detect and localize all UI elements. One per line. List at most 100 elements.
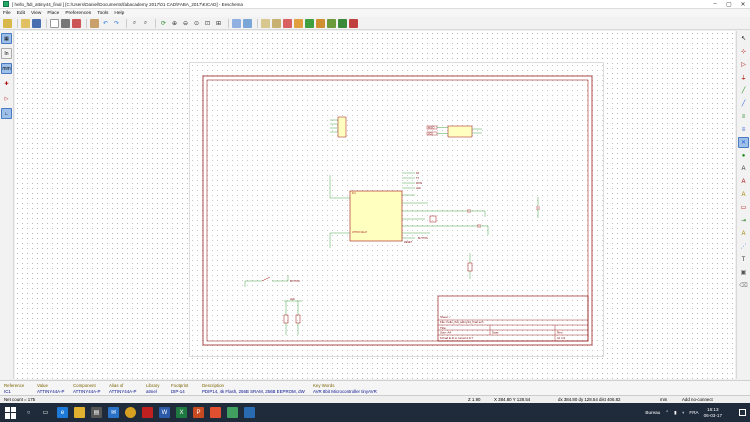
label-button: BUTTON	[418, 237, 428, 240]
menu-place[interactable]: Place	[47, 10, 60, 16]
page-settings-icon[interactable]	[50, 18, 59, 28]
bus-to-bus-entry-icon[interactable]: ≡	[741, 126, 746, 133]
task-view-icon[interactable]: ▭	[42, 410, 49, 416]
label-led-lower: LED	[290, 298, 295, 301]
wire-to-bus-entry-icon[interactable]: ≡	[741, 113, 746, 120]
paste-icon[interactable]	[90, 18, 99, 28]
menu-tools[interactable]: Tools	[97, 10, 109, 16]
highlight-net-icon[interactable]: ⊹	[740, 49, 747, 55]
bom-icon[interactable]	[316, 18, 325, 28]
powerpoint-icon[interactable]: P	[193, 407, 204, 418]
zoom-redraw-icon[interactable]: ⊙	[193, 20, 200, 27]
menu-view[interactable]: View	[31, 10, 42, 16]
notification-icon[interactable]	[739, 409, 746, 416]
status-netcount: Net count = 175	[4, 397, 36, 402]
excel-icon[interactable]: X	[176, 407, 187, 418]
bus-wire-angle-icon[interactable]: ∟	[1, 108, 12, 119]
eeschema-icon[interactable]	[227, 407, 238, 418]
cvpcb-icon[interactable]	[327, 18, 336, 28]
place-bus-icon[interactable]: ╱	[741, 101, 746, 107]
volume-icon[interactable]: ◖	[681, 410, 685, 415]
status-action: Add no-connect	[682, 397, 713, 402]
zoom-in-icon[interactable]: ⊕	[171, 20, 178, 27]
store-icon[interactable]: ▤	[91, 407, 102, 418]
no-connect-icon[interactable]: ✕	[738, 137, 749, 148]
erc-icon[interactable]	[294, 18, 303, 28]
library-editor-icon[interactable]	[261, 18, 270, 28]
hierarchy-icon[interactable]	[232, 18, 241, 28]
redo-icon[interactable]: ↷	[113, 20, 120, 27]
place-component-icon[interactable]: ▷	[741, 62, 746, 68]
library-browser-icon[interactable]	[272, 18, 281, 28]
media-icon[interactable]	[244, 407, 255, 418]
word-icon[interactable]: W	[159, 407, 170, 418]
delete-item-icon[interactable]: ⌫	[739, 283, 748, 289]
schematic-sheet[interactable]: Sheet: / File: hello_ftdi_attiny44_final…	[189, 62, 604, 357]
system-tray: Bureau ⌃ ▮ ◖ FRA 16:13 06-03-17	[645, 403, 750, 422]
hierarchical-label-icon[interactable]: A	[741, 191, 746, 198]
sheet-pin-icon[interactable]: A	[741, 230, 746, 237]
place-junction-icon[interactable]: ●	[741, 152, 746, 159]
ic-ref-label: IC1	[352, 192, 356, 195]
open-icon[interactable]	[21, 18, 30, 28]
acrobat-icon[interactable]	[142, 407, 153, 418]
annotate-icon[interactable]	[283, 18, 292, 28]
print-icon[interactable]	[61, 18, 70, 28]
place-wire-icon[interactable]: ╱	[741, 88, 746, 94]
sheet-inner-frame	[206, 79, 589, 342]
menu-help[interactable]: Help	[114, 10, 125, 16]
menu-edit[interactable]: Edit	[16, 10, 26, 16]
import-sheet-pin-icon[interactable]: ⇥	[740, 218, 747, 224]
explorer-icon[interactable]	[74, 407, 85, 418]
clock[interactable]: 16:13 06-03-17	[704, 407, 727, 419]
new-icon[interactable]	[3, 18, 12, 28]
find-icon[interactable]: ⌕	[132, 19, 137, 26]
schematic-canvas[interactable]: Sheet: / File: hello_ftdi_attiny44_final…	[15, 31, 735, 379]
select-arrow-icon[interactable]: ↖	[740, 36, 747, 42]
hierarchical-sheet-icon[interactable]: ▭	[740, 205, 747, 211]
chrome-icon[interactable]	[125, 407, 136, 418]
hidden-pins-icon[interactable]: ▷	[4, 95, 9, 102]
menu-preferences[interactable]: Preferences	[65, 10, 92, 16]
run-icon[interactable]	[349, 18, 358, 28]
undo-icon[interactable]: ↶	[102, 20, 109, 27]
inch-units-icon[interactable]: In	[1, 48, 12, 59]
tb-id: Id: 1/1	[557, 336, 566, 340]
netlist-icon[interactable]	[305, 18, 314, 28]
graphic-text-icon[interactable]: T	[741, 256, 746, 263]
zoom-out-icon[interactable]: ⊖	[182, 20, 189, 27]
find-replace-icon[interactable]: ⌕	[143, 19, 148, 26]
zoom-selection-icon[interactable]: ⊞	[215, 20, 222, 27]
eeschema-app-icon	[3, 1, 9, 7]
network-icon[interactable]: ▮	[674, 409, 677, 415]
minimize-button[interactable]: –	[713, 1, 717, 7]
tray-up-icon[interactable]: ⌃	[665, 409, 670, 415]
pcbnew-icon[interactable]	[338, 18, 347, 28]
tb-size: Size: A4	[440, 331, 451, 335]
mm-units-icon[interactable]: mm	[1, 63, 12, 74]
tray-language[interactable]: FRA	[689, 410, 699, 415]
grid-icon[interactable]: ▦	[1, 33, 12, 44]
zoom-fit-icon[interactable]: ⊡	[204, 20, 211, 27]
graphic-line-icon[interactable]: ⋰	[740, 244, 747, 250]
search-icon[interactable]: ○	[26, 409, 31, 416]
close-button[interactable]: ✕	[740, 1, 746, 8]
save-icon[interactable]	[32, 18, 41, 28]
mail-icon[interactable]: ✉	[108, 407, 119, 418]
plot-icon[interactable]	[72, 18, 81, 28]
right-toolbar: ↖ ⊹ ▷ ⏚ ╱ ╱ ≡ ≡ ✕ ● A A A ▭ ⇥ A ⋰ T ▣ ⌫	[736, 31, 750, 379]
refresh-icon[interactable]: ⟳	[160, 20, 167, 27]
net-label-icon[interactable]: A	[741, 165, 746, 172]
tray-label[interactable]: Bureau	[645, 410, 661, 415]
windows-start-icon[interactable]	[5, 406, 17, 419]
place-image-icon[interactable]: ▣	[740, 270, 747, 276]
place-power-icon[interactable]: ⏚	[740, 76, 747, 82]
global-label-icon[interactable]: A	[741, 178, 746, 185]
menu-file[interactable]: File	[3, 10, 11, 16]
maximize-button[interactable]: ▢	[726, 1, 732, 8]
edge-icon[interactable]: e	[57, 407, 68, 418]
cursor-shape-icon[interactable]: ✚	[4, 80, 9, 87]
kicad-icon[interactable]	[210, 407, 221, 418]
leave-sheet-icon[interactable]	[243, 18, 252, 28]
